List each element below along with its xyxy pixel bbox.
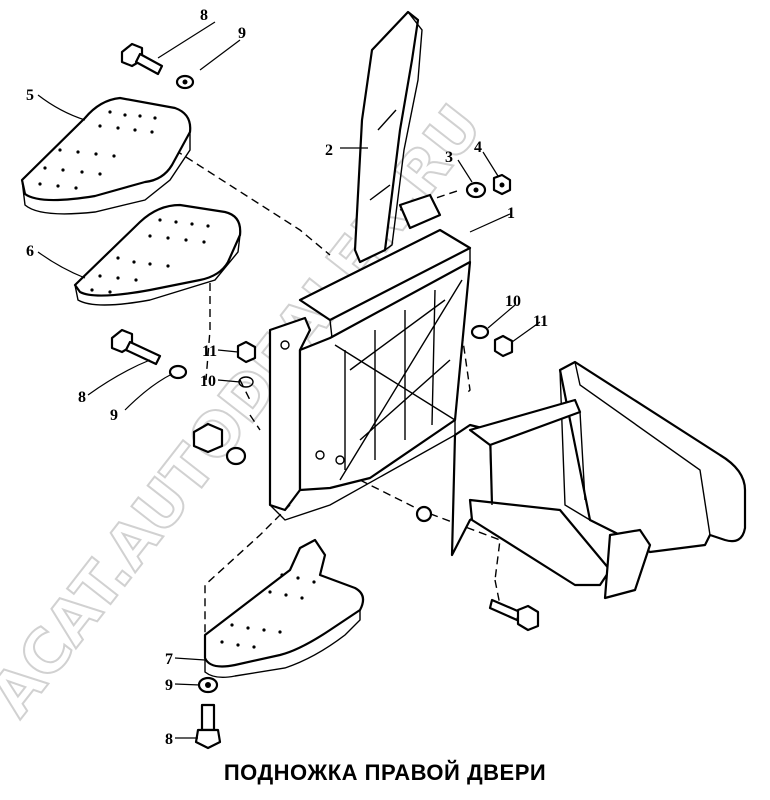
bolt-bottom-right <box>488 598 540 632</box>
callout-9-bottom: 9 <box>165 677 173 694</box>
callout-4: 4 <box>474 139 482 156</box>
callout-6: 6 <box>26 243 34 260</box>
step-pad-middle <box>73 203 242 306</box>
nut-11-mid <box>236 340 257 364</box>
callout-9-left: 9 <box>110 407 118 424</box>
callout-8-bottom: 8 <box>165 731 173 748</box>
side-cage-frame <box>450 360 747 600</box>
washer-bottom-centre <box>415 505 433 523</box>
callout-11-mid: 11 <box>202 343 217 360</box>
callout-7: 7 <box>165 651 173 668</box>
callout-9-top: 9 <box>238 25 246 42</box>
callout-11-right: 11 <box>533 313 548 330</box>
pad-holes <box>38 110 157 190</box>
washer-left <box>168 364 188 380</box>
bolt-bottom <box>194 703 222 750</box>
callout-8-left: 8 <box>78 389 86 406</box>
callout-3: 3 <box>445 149 453 166</box>
pad-holes-3 <box>220 573 316 649</box>
fasteners <box>110 42 540 750</box>
bolt-left <box>110 328 162 366</box>
callout-5: 5 <box>26 87 34 104</box>
step-pad-upper <box>20 96 192 215</box>
main-frame <box>268 193 472 521</box>
spacer-b <box>225 446 247 466</box>
diagram-caption: ПОДНОЖКА ПРАВОЙ ДВЕРИ <box>223 760 547 785</box>
callout-10-mid: 10 <box>200 373 216 390</box>
spacer-a <box>192 422 224 454</box>
pad-holes-2 <box>90 218 210 294</box>
callout-10-right: 10 <box>505 293 521 310</box>
callout-1: 1 <box>507 205 515 222</box>
nut-11-right <box>493 334 514 358</box>
step-pad-lower <box>203 538 365 679</box>
leader-lines <box>37 21 541 739</box>
callout-8-top: 8 <box>200 7 208 24</box>
callout-labels: 8 9 5 2 3 4 1 6 10 11 11 10 8 9 7 9 8 <box>26 7 548 748</box>
washer-10-right <box>470 324 490 340</box>
vertical-bracket <box>353 10 423 264</box>
bolt-top <box>120 42 164 76</box>
callout-2: 2 <box>325 142 333 159</box>
